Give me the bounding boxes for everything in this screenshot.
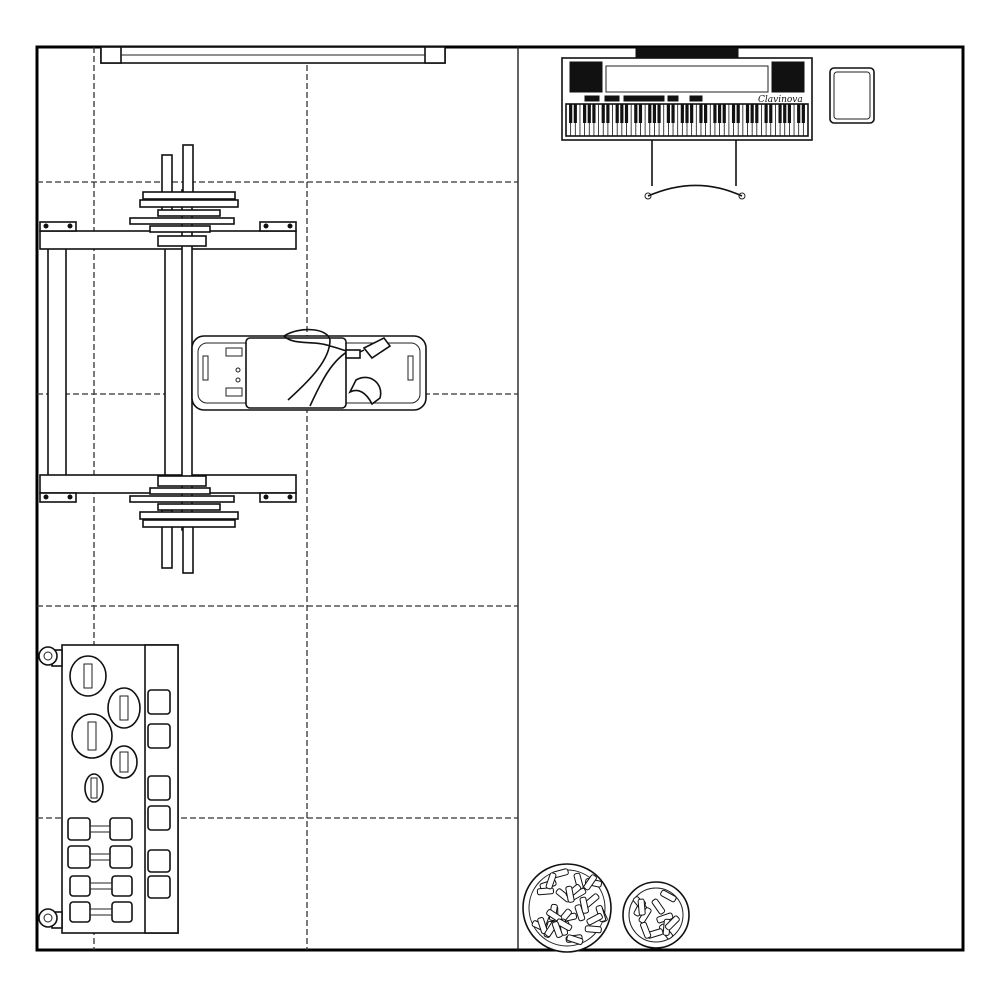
basket-large (522, 863, 612, 953)
weight-bench (191, 328, 427, 411)
dumbbell-rack (38, 644, 179, 934)
barbell (129, 144, 239, 574)
wall-shelf (100, 46, 446, 64)
piano-brand-label: Clavinova (758, 95, 803, 105)
piano-keys (565, 104, 805, 136)
piano-bench (829, 67, 875, 124)
basket-small (622, 881, 690, 949)
digital-piano: Clavinova (561, 47, 813, 200)
